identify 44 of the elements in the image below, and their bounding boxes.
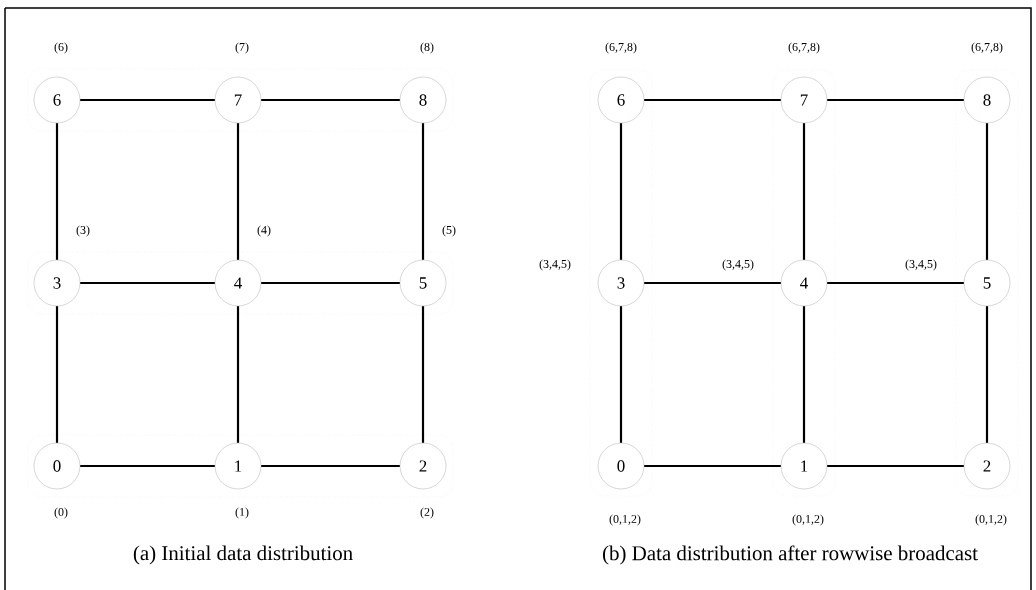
panel-caption: (b) Data distribution after rowwise broadcast: [603, 545, 978, 565]
edge-line: [80, 281, 215, 285]
data-label: (3,4,5): [539, 259, 571, 271]
data-label: (5): [442, 225, 456, 237]
edge-line: [619, 306, 623, 443]
edge-line: [236, 123, 240, 260]
edge-line: [421, 306, 425, 443]
edge-line: [802, 306, 806, 443]
data-label: (6,7,8): [788, 42, 820, 54]
edge-line: [827, 98, 964, 102]
edge-line: [644, 281, 781, 285]
data-label: (6,7,8): [605, 42, 637, 54]
data-label: (3,4,5): [905, 259, 937, 271]
edge-line: [261, 281, 400, 285]
edge-line: [827, 281, 964, 285]
data-label: (0,1,2): [609, 514, 641, 526]
data-label: (6): [54, 42, 68, 54]
edge-line: [644, 464, 781, 468]
data-label: (3,4,5): [722, 259, 754, 271]
data-label: (4): [257, 225, 271, 237]
edge-line: [421, 123, 425, 260]
data-label: (2): [420, 507, 434, 519]
edge-line: [261, 98, 400, 102]
data-label: (0): [54, 507, 68, 519]
edge-line: [261, 464, 400, 468]
edge-line: [80, 98, 215, 102]
edge-line: [985, 123, 989, 260]
edge-line: [55, 306, 59, 443]
edge-line: [985, 306, 989, 443]
edge-line: [802, 123, 806, 260]
edge-line: [236, 306, 240, 443]
edge-line: [55, 123, 59, 260]
edge-line: [80, 464, 215, 468]
data-label: (0,1,2): [975, 514, 1007, 526]
data-label: (7): [235, 42, 249, 54]
data-label: (1): [235, 507, 249, 519]
data-label: (6,7,8): [971, 42, 1003, 54]
edge-line: [827, 464, 964, 468]
data-label: (8): [420, 42, 434, 54]
data-label: (0,1,2): [792, 514, 824, 526]
panel-caption: (a) Initial data distribution: [133, 545, 353, 565]
edge-line: [644, 98, 781, 102]
data-label: (3): [76, 225, 90, 237]
edge-line: [619, 123, 623, 260]
